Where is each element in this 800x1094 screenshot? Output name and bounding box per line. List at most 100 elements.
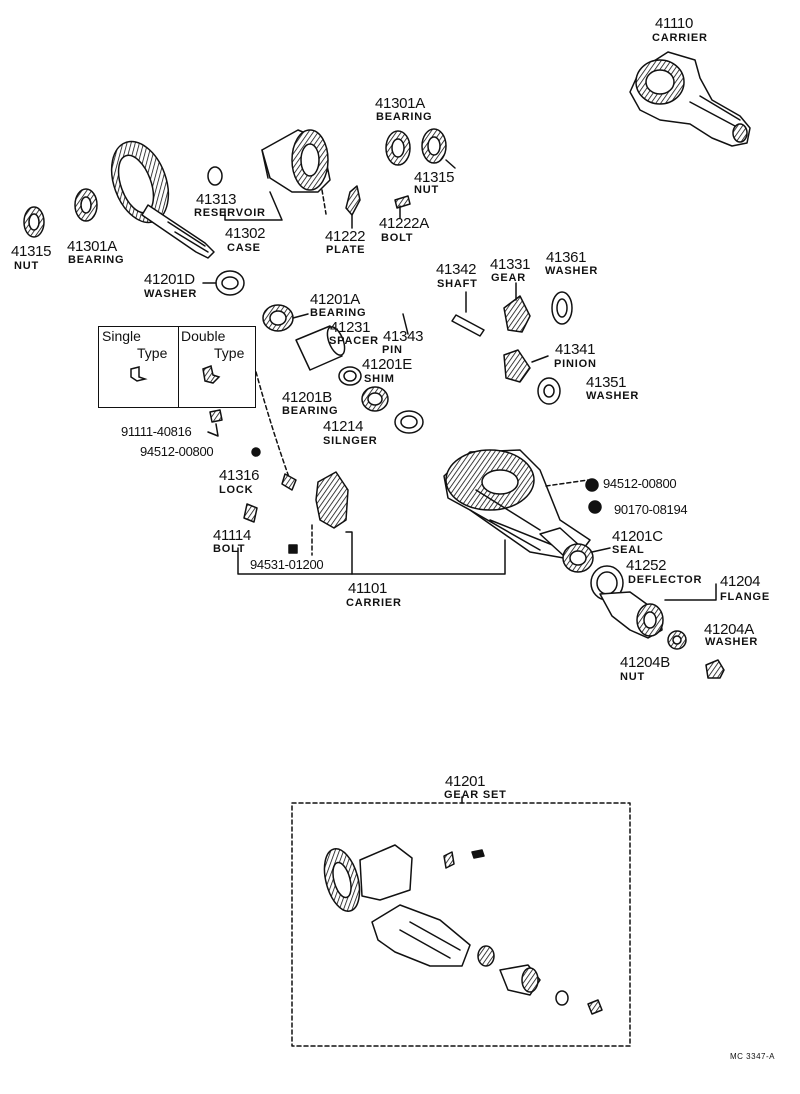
- label-41201b-name: BEARING: [282, 405, 339, 417]
- label-41315-top-number: 41315: [414, 169, 455, 186]
- label-41313-name: RESERVOIR: [194, 207, 266, 219]
- washer-41361-drawing: [551, 291, 573, 325]
- label-94531-01200: 94531-01200: [250, 557, 324, 572]
- label-41301a-left-name: BEARING: [68, 254, 125, 266]
- drawing-code: MC 3347-A: [730, 1052, 775, 1061]
- label-41351-name: WASHER: [586, 390, 640, 402]
- label-41222-number: 41222: [325, 228, 366, 245]
- inset-single-type-label: Type: [137, 345, 168, 361]
- label-41114-number: 41114: [213, 527, 251, 544]
- label-41301a-left-number: 41301A: [67, 238, 117, 255]
- nut-94531-drawing: [288, 544, 298, 554]
- nut-94512-left-drawing: [251, 447, 261, 457]
- label-41204-name: FLANGE: [720, 591, 771, 603]
- lock-41316-drawing: [281, 473, 297, 491]
- label-41204a-name: WASHER: [705, 636, 759, 648]
- pinion-41341-drawing: [503, 349, 531, 383]
- label-91111-40816: 91111-40816: [121, 424, 192, 439]
- label-41110-number: 41110: [655, 15, 693, 32]
- bolt-91111-drawing: [209, 409, 223, 423]
- label-41222a-number: 41222A: [379, 215, 429, 232]
- ring-gear-drawing: [110, 140, 215, 259]
- washer-41201d-drawing: [215, 270, 245, 296]
- label-41201a-number: 41201A: [310, 291, 360, 308]
- carrier-41110-drawing: [629, 51, 751, 147]
- label-41204a-number: 41204A: [704, 621, 754, 638]
- label-41316-name: LOCK: [219, 484, 254, 496]
- gear-set-box: [291, 802, 631, 1047]
- label-41201e-number: 41201E: [362, 356, 412, 373]
- label-41361-number: 41361: [546, 249, 587, 266]
- inset-double-label: Double: [181, 328, 226, 344]
- label-41204b-number: 41204B: [620, 654, 670, 671]
- plate-41222-drawing: [345, 185, 361, 216]
- label-41252-name: DEFLECTOR: [628, 574, 703, 586]
- single-lock-icon: [130, 366, 148, 382]
- label-41214-number: 41214: [323, 418, 364, 435]
- label-41201c-number: 41201C: [612, 528, 663, 545]
- label-41342-name: SHAFT: [437, 278, 478, 290]
- label-41343-name: PIN: [382, 344, 403, 356]
- label-41222-name: PLATE: [326, 244, 366, 256]
- label-41316-number: 41316: [219, 467, 260, 484]
- label-41204-number: 41204: [720, 573, 761, 590]
- label-41302-name: CASE: [227, 242, 261, 254]
- label-41201c-name: SEAL: [612, 544, 645, 556]
- label-41231-number: 41231: [330, 319, 371, 336]
- label-41315-top-name: NUT: [414, 184, 440, 196]
- label-94512-00800-left: 94512-00800: [140, 444, 214, 459]
- label-41101-name: CARRIER: [346, 597, 402, 609]
- label-41301a-top-name: BEARING: [376, 111, 433, 123]
- label-41313-number: 41313: [196, 191, 237, 208]
- case-41302-drawing: [261, 129, 331, 193]
- label-41252-number: 41252: [626, 557, 667, 574]
- nut-41204b-drawing: [705, 659, 725, 679]
- label-41214-name: SILNGER: [323, 435, 378, 447]
- label-41204b-name: NUT: [620, 671, 646, 683]
- label-41201b-number: 41201B: [282, 389, 332, 406]
- label-41331-number: 41331: [490, 256, 531, 273]
- inset-double-type-label: Type: [214, 345, 245, 361]
- carrier-41101-drawing: [443, 449, 591, 561]
- label-41343-number: 41343: [383, 328, 424, 345]
- side-gear-41331-drawing: [503, 295, 531, 333]
- label-41341-name: PINION: [554, 358, 597, 370]
- lock-type-inset: Single Type Double Type: [98, 326, 256, 408]
- label-41301a-top-number: 41301A: [375, 95, 425, 112]
- label-41351-number: 41351: [586, 374, 627, 391]
- label-41315-left-name: NUT: [14, 260, 40, 272]
- label-41201-name: GEAR SET: [444, 789, 507, 801]
- label-41110-name: CARRIER: [652, 32, 708, 44]
- reservoir-41313-drawing: [207, 166, 223, 186]
- label-41201e-name: SHIM: [364, 373, 395, 385]
- shim-41201e-drawing: [338, 366, 362, 386]
- label-41201d-name: WASHER: [144, 288, 198, 300]
- gear-set-assembly-drawing: [323, 844, 603, 1015]
- label-41342-number: 41342: [436, 261, 477, 278]
- label-41201-number: 41201: [445, 773, 486, 790]
- double-lock-icon: [202, 364, 221, 384]
- bearing-cap-drawing: [315, 471, 349, 529]
- nut-94512-right-drawing: [585, 478, 599, 492]
- label-41231-name: SPACER: [329, 335, 379, 347]
- label-41315-left-number: 41315: [11, 243, 52, 260]
- slinger-41214-drawing: [394, 410, 424, 434]
- label-41201a-name: BEARING: [310, 307, 367, 319]
- label-41114-name: BOLT: [213, 543, 246, 555]
- label-41101-number: 41101: [348, 580, 388, 597]
- label-41302-number: 41302: [225, 225, 266, 242]
- bolt-41222a-drawing: [394, 195, 411, 209]
- bolt-41114-drawing: [243, 503, 258, 523]
- label-41341-number: 41341: [555, 341, 596, 358]
- label-94512-00800-right: 94512-00800: [603, 476, 677, 491]
- label-90170-08194: 90170-08194: [614, 502, 688, 517]
- label-41201d-number: 41201D: [144, 271, 195, 288]
- label-41361-name: WASHER: [545, 265, 599, 277]
- label-41222a-name: BOLT: [381, 232, 414, 244]
- label-41331-name: GEAR: [491, 272, 526, 284]
- shaft-41342-drawing: [451, 314, 485, 337]
- inset-single-label: Single: [102, 328, 141, 344]
- nut-90170-drawing: [588, 500, 602, 514]
- inset-divider: [178, 327, 179, 407]
